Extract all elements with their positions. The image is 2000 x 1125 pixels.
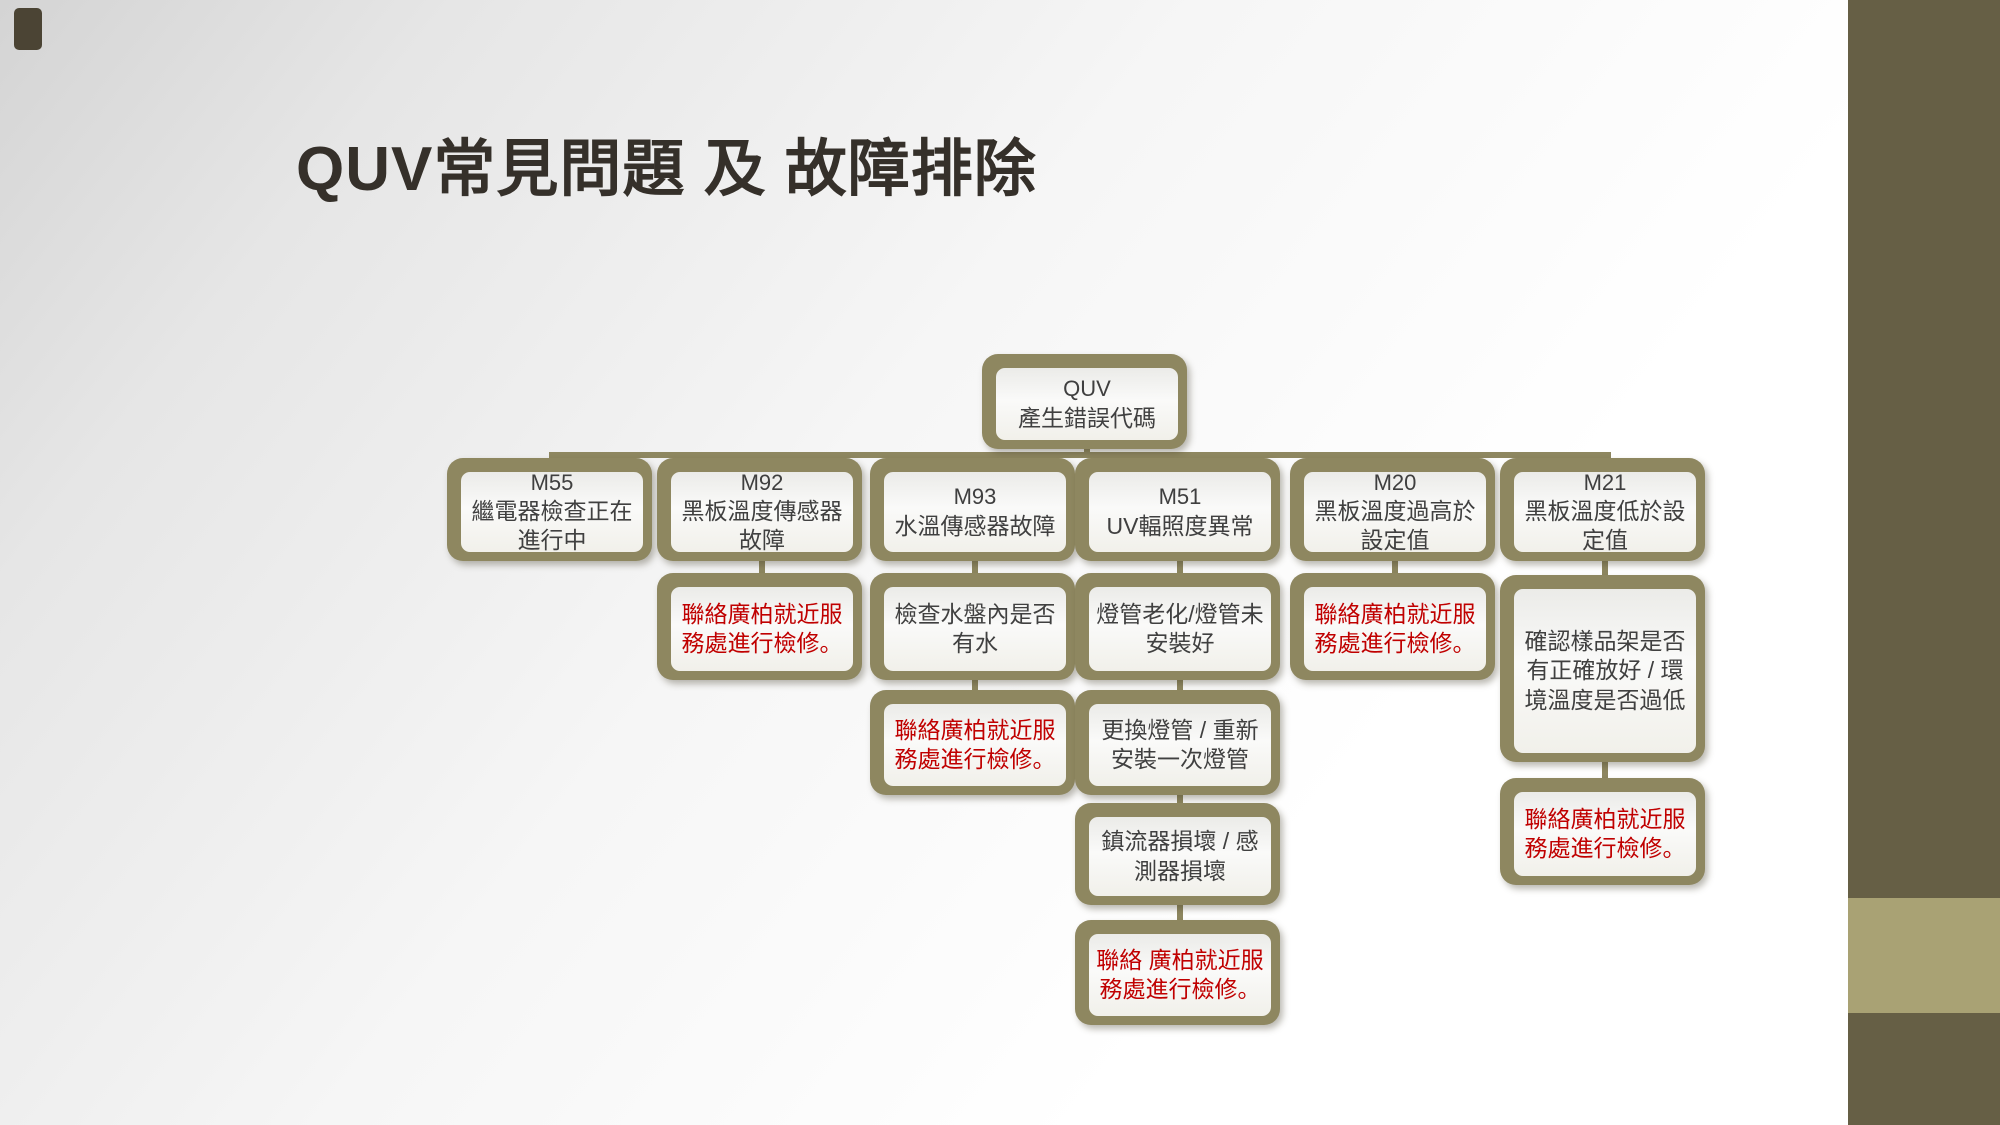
- node-box: M51 UV輻照度異常: [1085, 468, 1275, 556]
- node-box: M92 黑板溫度傳感器故障: [667, 468, 857, 556]
- connector-line: [1177, 556, 1183, 583]
- node-box: M93 水溫傳感器故障: [880, 468, 1070, 556]
- node-box: M20 黑板溫度過高於設定值: [1300, 468, 1490, 556]
- connector-line: [1177, 790, 1183, 813]
- node-box: 確認樣品架是否有正確放好 / 環境溫度是否過低: [1510, 585, 1700, 757]
- column-m55: M55 繼電器檢查正在進行中: [447, 458, 652, 561]
- error-desc: 黑板溫度低於設定值: [1524, 498, 1686, 554]
- corner-accent-square: [14, 8, 42, 50]
- node-m92: M92 黑板溫度傳感器故障: [657, 458, 862, 561]
- connector-line: [972, 556, 978, 583]
- connector-line: [972, 675, 978, 700]
- column-m21: M21 黑板溫度低於設定值 確認樣品架是否有正確放好 / 環境溫度是否過低 聯絡…: [1500, 458, 1705, 885]
- error-code: M21: [1583, 469, 1627, 495]
- connector-line: [1177, 900, 1183, 930]
- column-m20: M20 黑板溫度過高於設定值 聯絡廣柏就近服務處進行檢修。: [1290, 458, 1495, 680]
- node-box: M21 黑板溫度低於設定值: [1510, 468, 1700, 556]
- step-node: 聯絡 廣柏就近服務處進行檢修。: [1075, 920, 1280, 1025]
- column-m51: M51 UV輻照度異常 燈管老化/燈管未安裝好 更換燈管 / 重新安裝一次燈管 …: [1075, 458, 1280, 1025]
- right-accent-bar-light-segment: [1848, 898, 2000, 1013]
- node-box: 更換燈管 / 重新安裝一次燈管: [1085, 700, 1275, 790]
- connector-line: [1602, 757, 1608, 788]
- node-box: M55 繼電器檢查正在進行中: [457, 468, 647, 556]
- error-code: M92: [740, 469, 784, 495]
- step-text: 確認樣品架是否有正確放好 / 環境溫度是否過低: [1524, 627, 1686, 713]
- node-m20: M20 黑板溫度過高於設定值: [1290, 458, 1495, 561]
- step-text: 檢查水盤內是否有水: [894, 600, 1056, 656]
- step-node: 聯絡廣柏就近服務處進行檢修。: [870, 690, 1075, 795]
- node-root: QUV 產生錯誤代碼: [982, 354, 1187, 449]
- step-node: 聯絡廣柏就近服務處進行檢修。: [1290, 573, 1495, 680]
- error-desc: 黑板溫度傳感器故障: [681, 498, 843, 554]
- connector-line: [1602, 556, 1608, 585]
- node-box: 聯絡廣柏就近服務處進行檢修。: [880, 700, 1070, 790]
- node-box: 聯絡廣柏就近服務處進行檢修。: [667, 583, 857, 675]
- step-node: 確認樣品架是否有正確放好 / 環境溫度是否過低: [1500, 575, 1705, 762]
- node-box: 燈管老化/燈管未安裝好: [1085, 583, 1275, 675]
- node-m55: M55 繼電器檢查正在進行中: [447, 458, 652, 561]
- step-node: 聯絡廣柏就近服務處進行檢修。: [657, 573, 862, 680]
- step-text: 聯絡廣柏就近服務處進行檢修。: [1314, 600, 1476, 656]
- node-box: 聯絡廣柏就近服 務處進行檢修。: [1510, 788, 1700, 880]
- node-box: 聯絡 廣柏就近服務處進行檢修。: [1085, 930, 1275, 1020]
- step-node: 聯絡廣柏就近服 務處進行檢修。: [1500, 778, 1705, 885]
- error-code: M93: [953, 484, 997, 510]
- node-m51: M51 UV輻照度異常: [1075, 458, 1280, 561]
- error-desc: 水溫傳感器故障: [894, 512, 1056, 539]
- step-node: 更換燈管 / 重新安裝一次燈管: [1075, 690, 1280, 795]
- error-code: M51: [1158, 484, 1202, 510]
- step-text: 聯絡廣柏就近服務處進行檢修。: [681, 600, 843, 656]
- error-code: M55: [530, 469, 574, 495]
- node-box: 聯絡廣柏就近服務處進行檢修。: [1300, 583, 1490, 675]
- node-m93: M93 水溫傳感器故障: [870, 458, 1075, 561]
- page-title: QUV常見問題 及 故障排除: [296, 135, 1037, 204]
- node-box: 鎮流器損壞 / 感測器損壞: [1085, 813, 1275, 900]
- column-m92: M92 黑板溫度傳感器故障 聯絡廣柏就近服務處進行檢修。: [657, 458, 862, 680]
- step-node: 燈管老化/燈管未安裝好: [1075, 573, 1280, 680]
- connector-bus: [549, 452, 1611, 458]
- org-chart: QUV 產生錯誤代碼 M55 繼電器檢查正在進行中 M92 黑板溫度傳感器故障: [447, 354, 1705, 1025]
- step-text: 聯絡廣柏就近服 務處進行檢修。: [1524, 805, 1686, 861]
- step-text: 更換燈管 / 重新安裝一次燈管: [1101, 716, 1259, 772]
- step-node: 檢查水盤內是否有水: [870, 573, 1075, 680]
- node-box: 檢查水盤內是否有水: [880, 583, 1070, 675]
- right-accent-bar: [1848, 0, 2000, 1125]
- step-text: 聯絡 廣柏就近服務處進行檢修。: [1096, 946, 1264, 1002]
- step-text: 鎮流器損壞 / 感測器損壞: [1101, 828, 1259, 884]
- root-code: QUV: [1063, 376, 1111, 402]
- connector-line: [1177, 675, 1183, 700]
- error-desc: UV輻照度異常: [1106, 512, 1254, 539]
- error-code: M20: [1373, 469, 1417, 495]
- connector-line: [759, 556, 765, 583]
- step-text: 燈管老化/燈管未安裝好: [1096, 600, 1264, 656]
- connector-line: [1392, 556, 1398, 583]
- error-desc: 黑板溫度過高於設定值: [1314, 498, 1476, 554]
- step-text: 聯絡廣柏就近服務處進行檢修。: [894, 716, 1056, 772]
- node-box: QUV 產生錯誤代碼: [992, 364, 1182, 444]
- root-label: 產生錯誤代碼: [1018, 404, 1156, 431]
- node-m21: M21 黑板溫度低於設定值: [1500, 458, 1705, 561]
- step-node: 鎮流器損壞 / 感測器損壞: [1075, 803, 1280, 905]
- column-root: QUV 產生錯誤代碼: [982, 354, 1187, 449]
- column-m93: M93 水溫傳感器故障 檢查水盤內是否有水 聯絡廣柏就近服務處進行檢修。: [870, 458, 1075, 795]
- error-desc: 繼電器檢查正在進行中: [471, 498, 633, 554]
